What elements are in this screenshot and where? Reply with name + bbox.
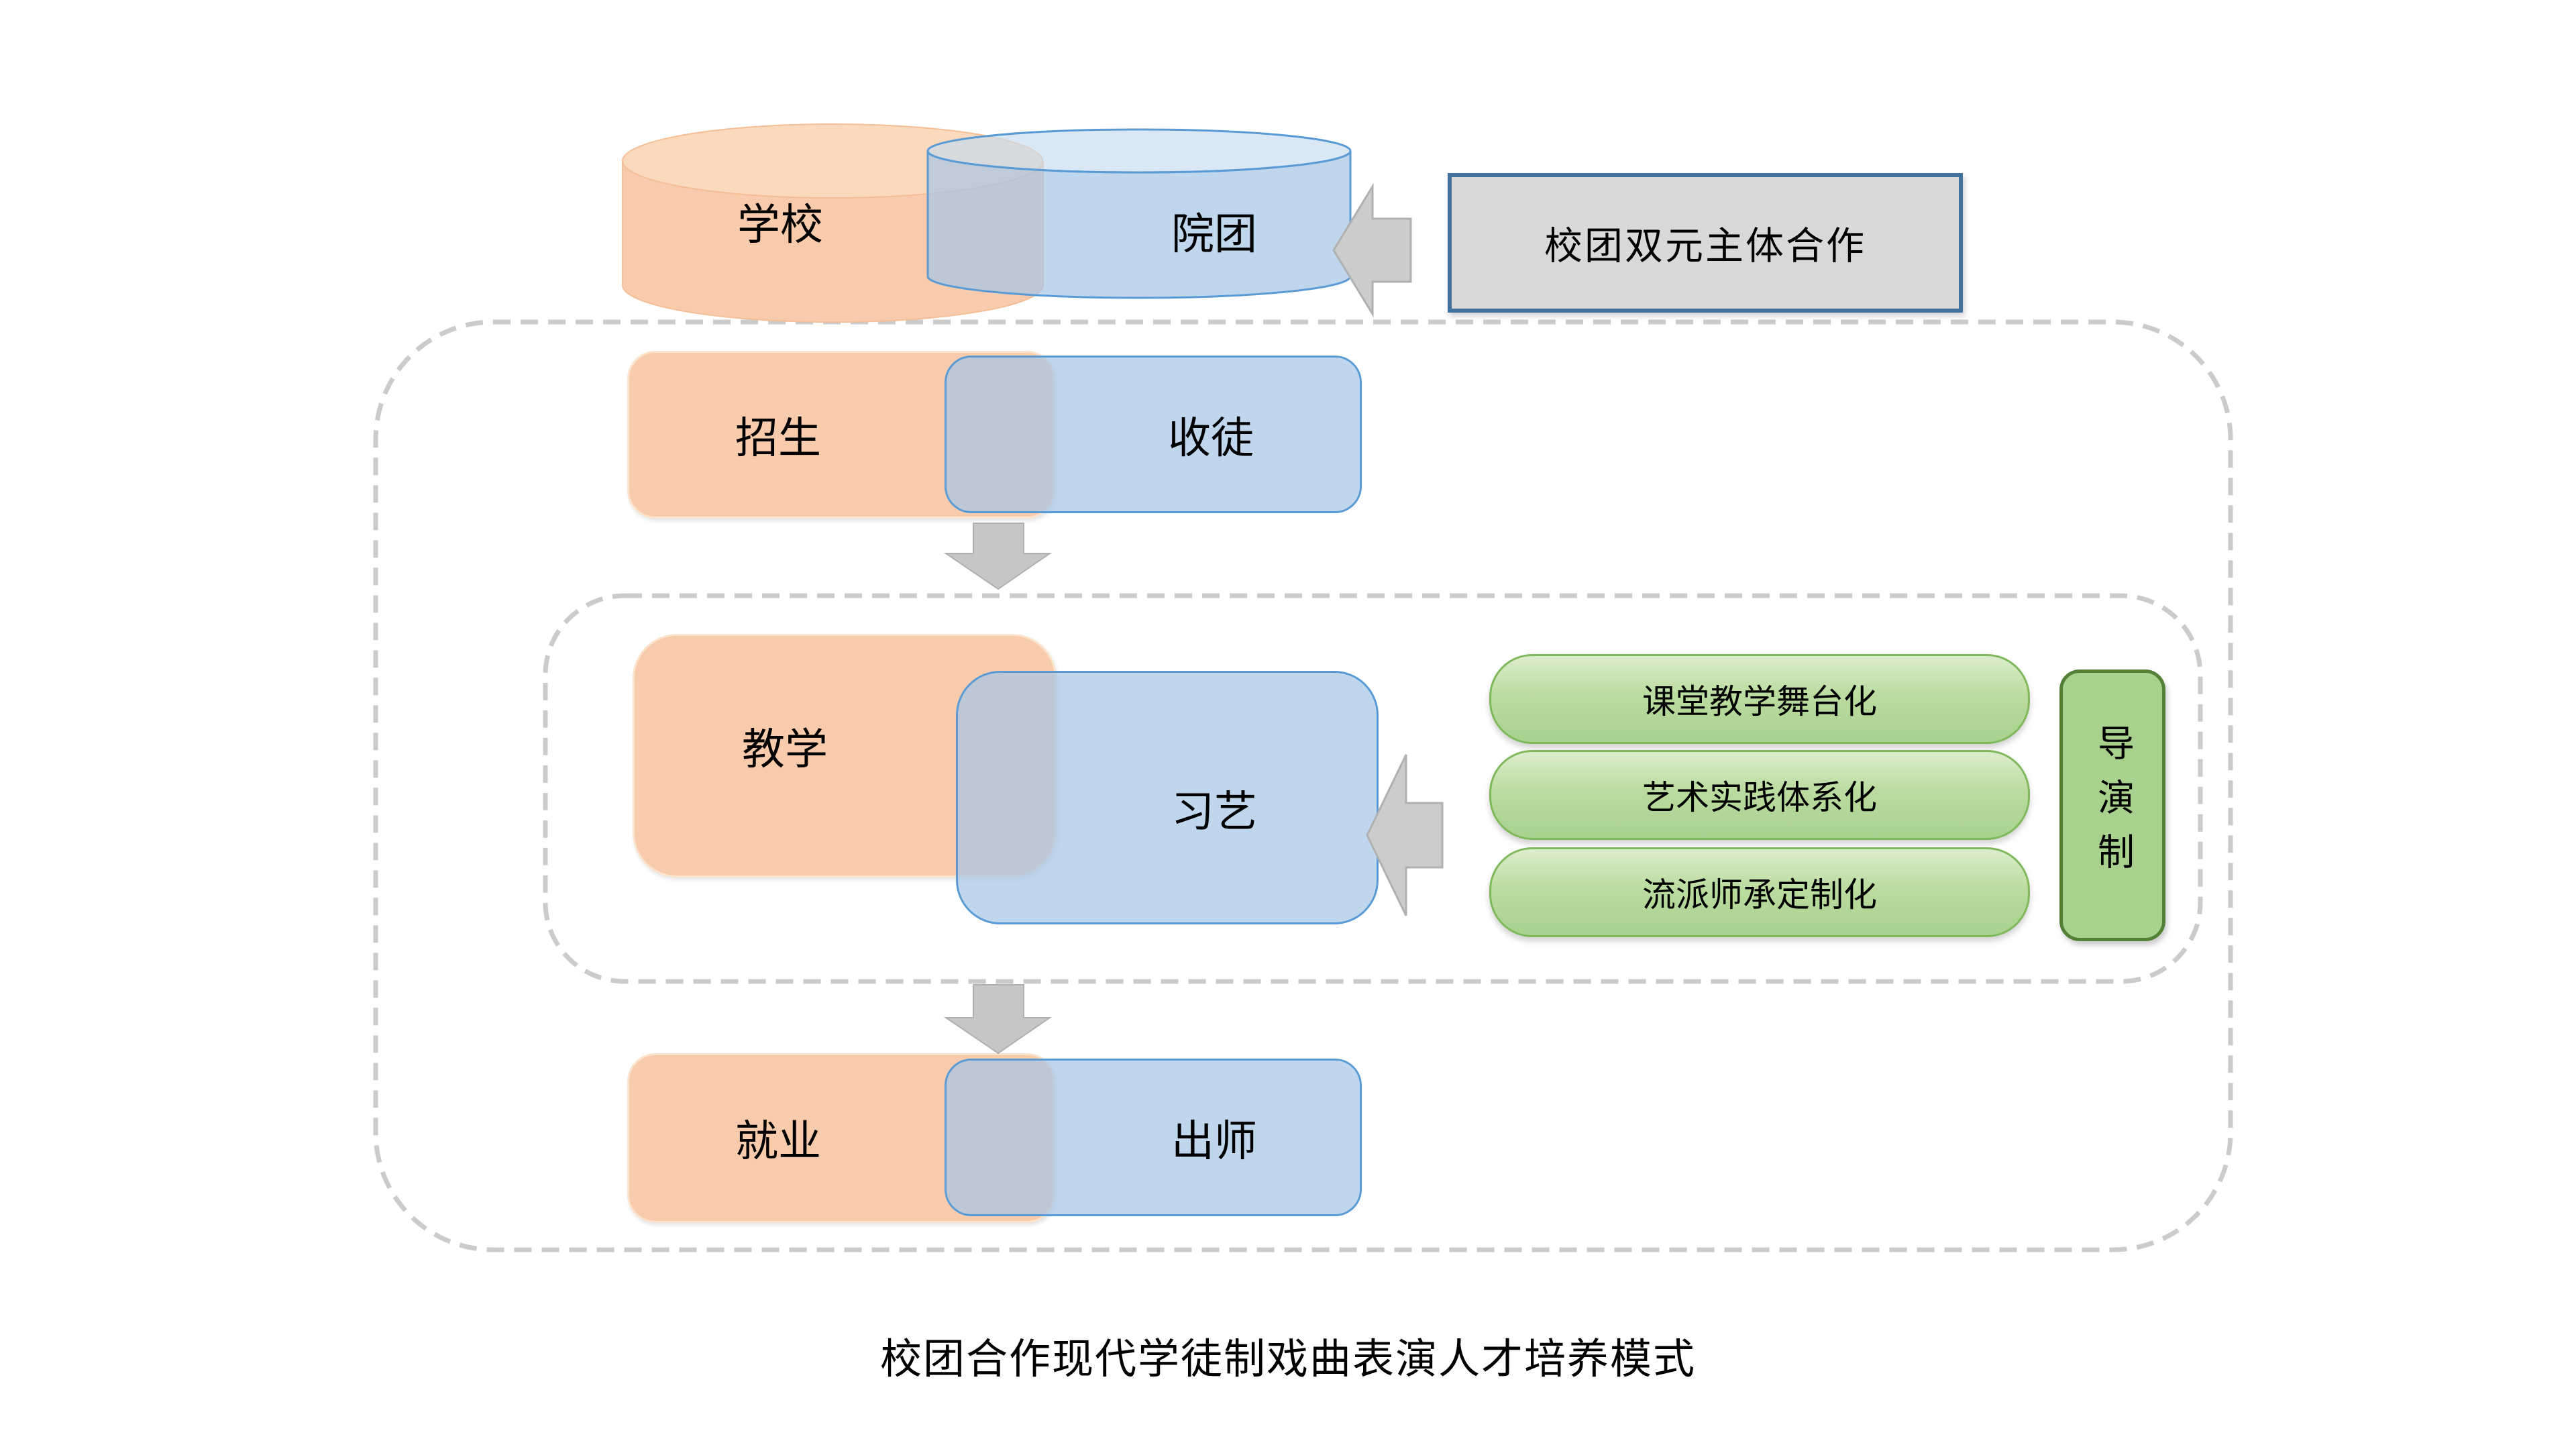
feature-pill-label: 艺术实践体系化 — [1642, 779, 1877, 816]
school-label: 学校 — [737, 201, 823, 249]
learn-art-stage-box — [956, 671, 1379, 924]
cooperation-box: 校团双元主体合作 — [1448, 173, 1963, 313]
recruit-label: 招生 — [735, 414, 821, 462]
feature-pill-label: 课堂教学舞台化 — [1642, 683, 1877, 720]
employ-label: 就业 — [735, 1117, 821, 1165]
director-system-label: 导演制 — [2092, 724, 2134, 887]
troupe-label: 院团 — [1171, 210, 1257, 258]
outer-dashed-frame — [373, 319, 2233, 1252]
learn-art-label: 习艺 — [1171, 788, 1257, 836]
director-system-box: 导演制 — [2059, 669, 2165, 941]
feature-pill-school-mentorship: 流派师承定制化 — [1489, 847, 2030, 937]
inner-dashed-frame — [543, 593, 2203, 984]
diagram-caption: 校团合作现代学徒制戏曲表演人才培养模式 — [879, 1336, 1696, 1383]
master-label: 出师 — [1171, 1117, 1257, 1165]
teach-label: 教学 — [742, 725, 828, 773]
feature-pill-artistic-practice: 艺术实践体系化 — [1489, 750, 2030, 840]
troupe-cylinder — [926, 128, 1352, 299]
cooperation-label: 校团双元主体合作 — [1544, 225, 1866, 268]
master-stage-box — [945, 1059, 1362, 1216]
feature-pill-label: 流派师承定制化 — [1642, 876, 1877, 914]
feature-pill-classroom-staging: 课堂教学舞台化 — [1489, 654, 2030, 744]
apprentice-stage-box — [945, 356, 1362, 513]
apprentice-label: 收徒 — [1168, 414, 1254, 462]
